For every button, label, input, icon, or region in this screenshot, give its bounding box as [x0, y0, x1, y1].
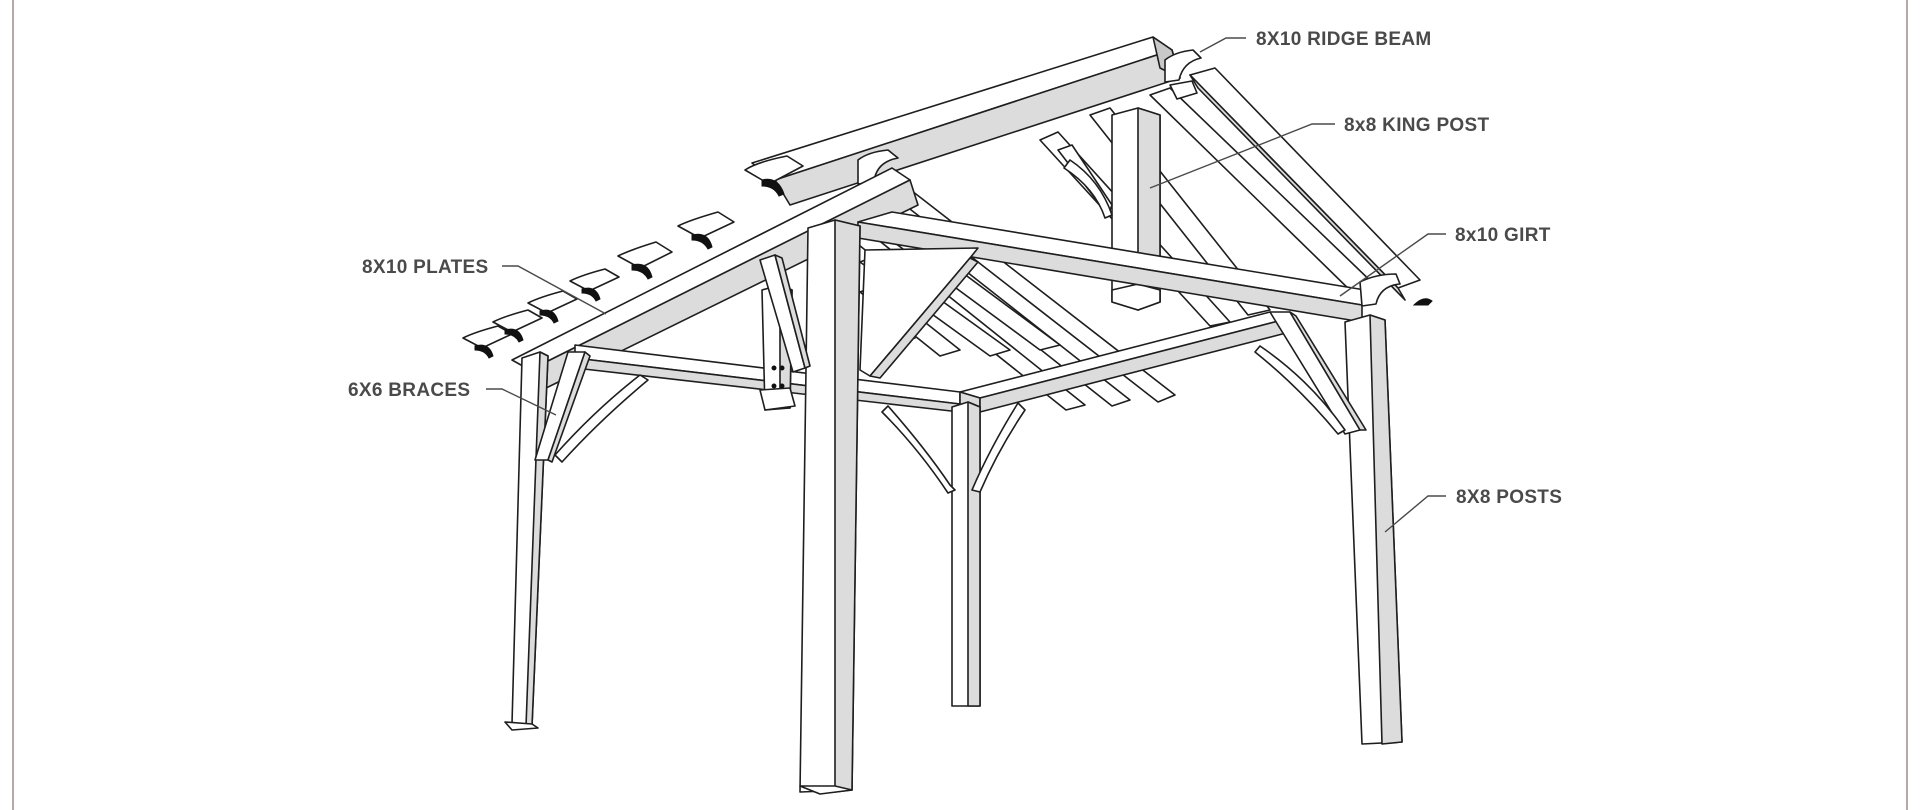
- page-border-left: [12, 0, 14, 810]
- braces: [534, 144, 1367, 494]
- label-braces: 6X6 BRACES: [348, 380, 470, 401]
- post-front-center: [951, 401, 981, 707]
- post-front-right: [1344, 314, 1403, 745]
- callout-leaders: [486, 37, 1446, 533]
- rafter-tails: [462, 155, 804, 359]
- label-king-post: 8x8 KING POST: [1344, 115, 1489, 136]
- label-plates: 8X10 PLATES: [362, 257, 489, 278]
- bolt-holes: [771, 365, 785, 389]
- label-girt: 8x10 GIRT: [1455, 225, 1551, 246]
- label-posts: 8X8 POSTS: [1456, 487, 1562, 508]
- label-ridge-beam: 8X10 RIDGE BEAM: [1256, 29, 1432, 50]
- page-border-right: [1906, 0, 1908, 810]
- back-plate: [1189, 67, 1421, 301]
- post-front-left: [799, 219, 861, 795]
